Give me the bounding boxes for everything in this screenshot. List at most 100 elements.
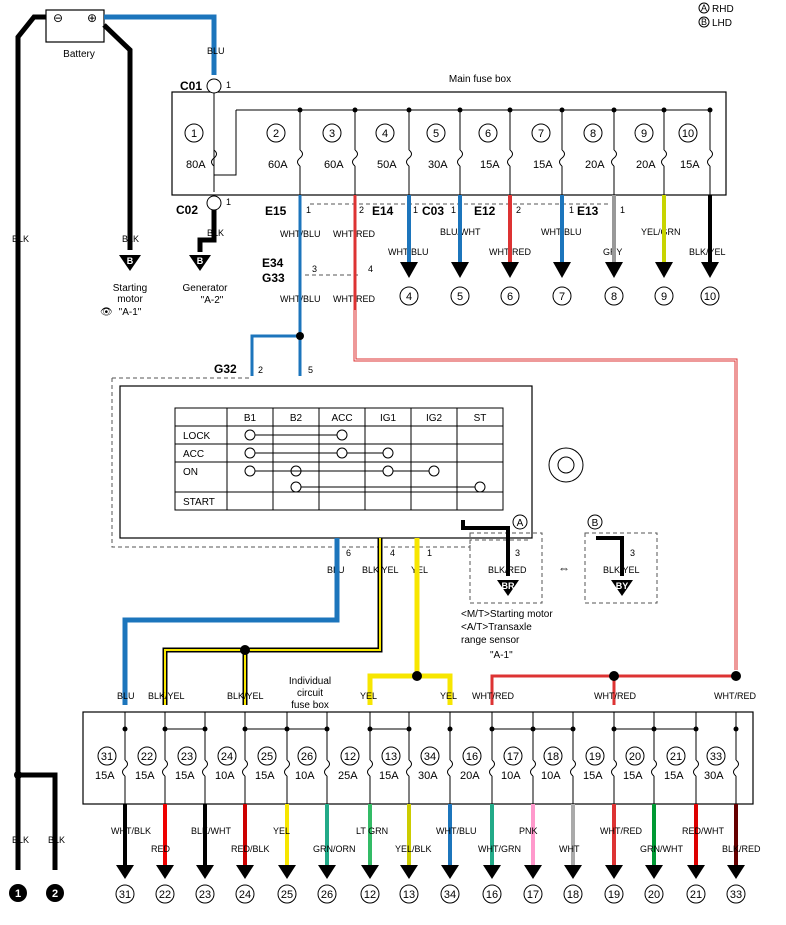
svg-text:30A: 30A — [704, 770, 724, 782]
svg-text:1: 1 — [427, 548, 432, 558]
svg-text:12: 12 — [364, 889, 376, 901]
svg-text:1: 1 — [569, 205, 574, 215]
svg-text:33: 33 — [710, 751, 722, 763]
svg-text:E15: E15 — [265, 204, 287, 218]
svg-text:25A: 25A — [338, 770, 358, 782]
svg-text:WHT/RED: WHT/RED — [594, 691, 636, 701]
svg-text:3: 3 — [515, 548, 520, 558]
svg-text:60A: 60A — [324, 159, 344, 171]
svg-text:26: 26 — [321, 889, 333, 901]
svg-text:3: 3 — [329, 128, 335, 140]
svg-text:5: 5 — [457, 291, 463, 303]
legend: A RHD B LHD — [698, 2, 734, 29]
svg-text:range sensor: range sensor — [461, 635, 520, 646]
svg-text:4: 4 — [382, 128, 388, 140]
yel-feed — [367, 538, 453, 705]
svg-text:BLK: BLK — [122, 234, 139, 244]
svg-text:15A: 15A — [95, 770, 115, 782]
svg-text:15A: 15A — [664, 770, 684, 782]
svg-text:10A: 10A — [215, 770, 235, 782]
svg-text:10A: 10A — [501, 770, 521, 782]
svg-text:20A: 20A — [585, 159, 605, 171]
svg-text:6: 6 — [507, 291, 513, 303]
svg-text:1: 1 — [306, 205, 311, 215]
generator-arrow — [189, 255, 211, 271]
svg-text:3: 3 — [312, 264, 317, 274]
svg-text:LOCK: LOCK — [183, 431, 211, 442]
svg-text:19: 19 — [589, 751, 601, 763]
svg-text:7: 7 — [559, 291, 565, 303]
svg-text:2: 2 — [359, 205, 364, 215]
svg-text:4: 4 — [368, 264, 373, 274]
svg-text:20: 20 — [648, 889, 660, 901]
svg-text:WHT/RED: WHT/RED — [472, 691, 514, 701]
svg-text:15A: 15A — [175, 770, 195, 782]
svg-text:16: 16 — [466, 751, 478, 763]
svg-text:4: 4 — [406, 291, 412, 303]
svg-text:20: 20 — [629, 751, 641, 763]
svg-text:WHT/RED: WHT/RED — [600, 826, 642, 836]
svg-text:6: 6 — [485, 128, 491, 140]
svg-text:BLK/WHT: BLK/WHT — [191, 826, 232, 836]
svg-text:25: 25 — [281, 889, 293, 901]
svg-text:"A-1": "A-1" — [490, 650, 513, 661]
svg-text:WHT/BLU: WHT/BLU — [436, 826, 477, 836]
svg-text:WHT/GRN: WHT/GRN — [478, 844, 521, 854]
svg-text:<M/T>Starting motor: <M/T>Starting motor — [461, 609, 553, 620]
svg-text:"A-2": "A-2" — [201, 295, 224, 306]
battery-positive-wire — [104, 14, 217, 75]
main-fuse-6: 6 15A — [478, 107, 513, 195]
svg-text:GRN/ORN: GRN/ORN — [313, 844, 356, 854]
ref-icon: 👁 — [100, 307, 113, 318]
svg-text:24: 24 — [239, 889, 251, 901]
junction — [296, 332, 304, 340]
svg-text:<A/T>Transaxle: <A/T>Transaxle — [461, 622, 532, 633]
svg-text:BLU: BLU — [117, 691, 135, 701]
svg-text:15A: 15A — [480, 159, 500, 171]
svg-text:34: 34 — [424, 751, 436, 763]
svg-text:Battery: Battery — [63, 49, 95, 60]
svg-text:20A: 20A — [636, 159, 656, 171]
svg-text:LHD: LHD — [712, 18, 732, 29]
svg-text:1: 1 — [191, 128, 197, 140]
svg-text:C01: C01 — [180, 79, 202, 93]
svg-text:BLK: BLK — [12, 835, 29, 845]
svg-text:1: 1 — [15, 888, 21, 900]
main-output-wire: 9 — [654, 195, 674, 306]
main-output-wire: 8 — [604, 195, 624, 306]
ignition-switch — [119, 385, 533, 539]
svg-text:fuse box: fuse box — [291, 700, 329, 711]
svg-text:Individual: Individual — [289, 676, 331, 687]
svg-text:YEL/GRN: YEL/GRN — [641, 227, 681, 237]
ground-2 — [46, 884, 64, 902]
blu-feed — [122, 538, 340, 705]
svg-text:E34: E34 — [262, 256, 284, 270]
main-output-wire: 10 — [700, 195, 720, 306]
svg-text:15A: 15A — [135, 770, 155, 782]
svg-text:5: 5 — [433, 128, 439, 140]
svg-text:10A: 10A — [295, 770, 315, 782]
svg-text:BLK: BLK — [12, 234, 29, 244]
battery-ground-wire — [15, 14, 46, 775]
svg-text:"A-1": "A-1" — [119, 307, 142, 318]
svg-text:C02: C02 — [176, 203, 198, 217]
svg-text:16: 16 — [486, 889, 498, 901]
main-output-wire: 6 — [500, 195, 520, 306]
svg-text:ACC: ACC — [331, 413, 352, 424]
connector-c02 — [206, 195, 222, 211]
svg-text:17: 17 — [527, 889, 539, 901]
svg-text:BY: BY — [616, 581, 629, 591]
